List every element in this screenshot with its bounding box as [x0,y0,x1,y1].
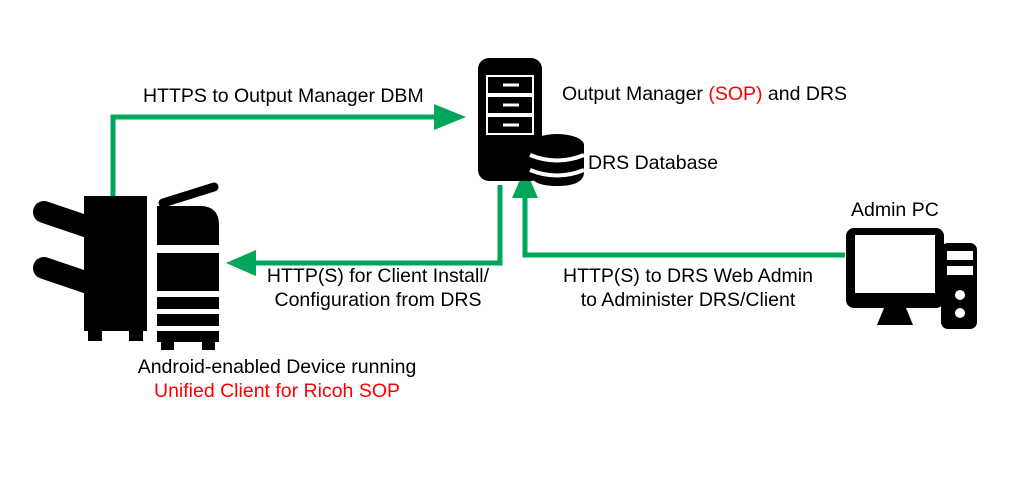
desktop-computer-icon [846,228,977,329]
connector-printer-to-server [110,104,466,200]
server-label: Output Manager (SOP) and DRS [562,82,847,106]
link-label-admin-to-database-line1: HTTP(S) to DRS Web Admin [563,265,813,287]
link-label-server-to-printer: HTTP(S) for Client Install/Configuration… [262,264,494,312]
connector-server-to-printer [226,185,503,276]
link-label-admin-to-database-line2: to Administer DRS/Client [580,289,796,311]
server-label-suffix: and DRS [762,83,848,105]
database-label: DRS Database [588,152,719,174]
server-label-prefix: Output Manager [562,83,709,105]
connector-admin-to-database [512,168,845,258]
link-label-server-to-printer-line1: HTTP(S) for Client Install/ [266,265,490,287]
server-tower-icon [478,58,542,181]
link-label-server-to-printer-line2: Configuration from DRS [274,289,482,311]
database-cylinder-icon [529,134,585,186]
link-label-printer-to-server: HTTPS to Output Manager DBM [143,85,424,107]
arrowhead-right-icon [434,104,466,130]
printer-caption-line2: Unified Client for Ricoh SOP [153,380,401,402]
arrowhead-left-icon [226,250,256,276]
printer-caption-line1: Android-enabled Device running [137,356,417,378]
server-label-accent: (SOP) [708,83,763,105]
arrowhead-up-icon [512,168,538,198]
multifunction-printer-icon [33,182,219,350]
admin-pc-label: Admin PC [851,199,939,221]
